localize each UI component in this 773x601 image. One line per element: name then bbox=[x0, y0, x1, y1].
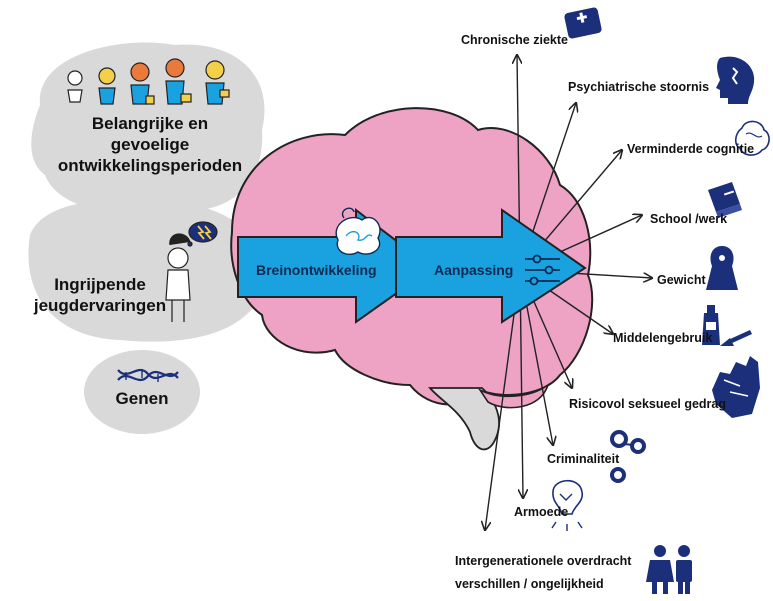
arrow2-label: Aanpassing bbox=[434, 262, 514, 278]
periods-label-line3: ontwikkelingsperioden bbox=[57, 156, 243, 175]
outcome-middelengebruik: Middelengebruik bbox=[613, 331, 713, 345]
people-icon bbox=[646, 545, 692, 594]
brain-icon bbox=[734, 120, 770, 156]
outcome-psychiatrische-stoornis: Psychiatrische stoornis bbox=[568, 80, 710, 94]
outcome-verminderde-cognitie: Verminderde cognitie bbox=[627, 142, 755, 156]
arrow1-label: Breinontwikkeling bbox=[256, 262, 377, 278]
periods-label-line1: Belangrijke en bbox=[91, 114, 209, 133]
book-icon bbox=[708, 182, 742, 218]
weight-icon bbox=[706, 246, 738, 290]
experiences-label-line1: Ingrijpende bbox=[54, 275, 146, 294]
outcome-school-werk: School /werk bbox=[650, 212, 728, 226]
lightbulb-icon bbox=[551, 479, 584, 531]
periods-label: Belangrijke en gevoelige ontwikkelingspe… bbox=[40, 113, 260, 176]
outcome-chronische-ziekte: Chronische ziekte bbox=[461, 33, 568, 47]
sliders-icon bbox=[525, 254, 560, 286]
genes-label: Genen bbox=[115, 389, 169, 408]
intergenerational-line1: Intergenerationele overdracht bbox=[455, 554, 632, 568]
bubble-genes bbox=[84, 350, 200, 434]
bottle-syringe-icon bbox=[702, 305, 752, 346]
arrow-aanpassing bbox=[395, 208, 587, 324]
outcome-gewicht: Gewicht bbox=[657, 273, 706, 287]
distressed-person-icon bbox=[165, 221, 218, 322]
outcome-risicovol-seksueel-gedrag: Risicovol seksueel gedrag bbox=[569, 397, 727, 411]
intergenerational-line2: verschillen / ongelijkheid bbox=[455, 577, 604, 591]
children-icon bbox=[67, 58, 230, 105]
bubble-experiences bbox=[28, 199, 267, 342]
medical-kit-icon bbox=[564, 7, 602, 39]
periods-label-line2: gevoelige bbox=[110, 135, 190, 154]
hand-icon bbox=[712, 356, 760, 418]
handcuffs-icon bbox=[610, 430, 646, 483]
head-profile-icon bbox=[716, 56, 755, 104]
experiences-label: Ingrijpende jeugdervaringen bbox=[10, 274, 190, 316]
experiences-label-line2: jeugdervaringen bbox=[33, 296, 167, 315]
dna-icon bbox=[117, 368, 179, 382]
outcome-armoede: Armoede bbox=[514, 505, 569, 519]
outcome-criminaliteit: Criminaliteit bbox=[547, 452, 620, 466]
brain-swirl-icon bbox=[335, 207, 381, 256]
